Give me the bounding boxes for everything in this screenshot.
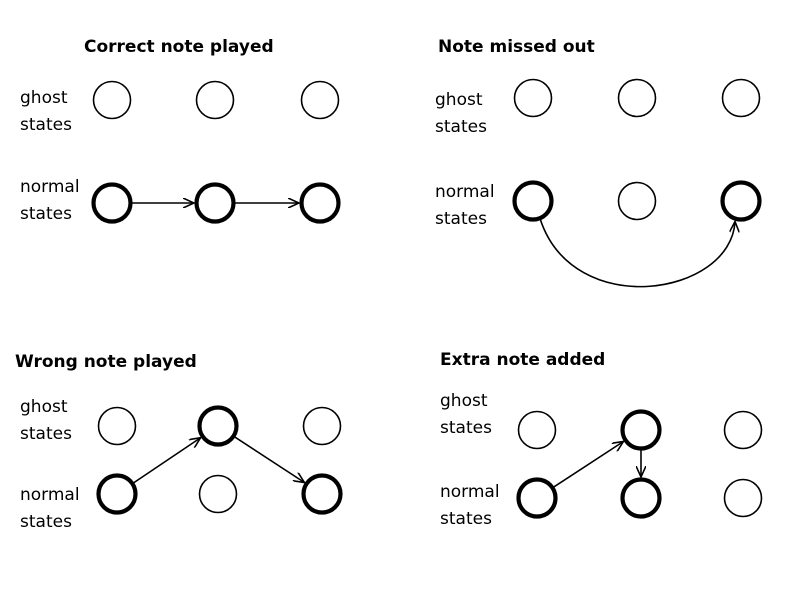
normal-states-label: states	[435, 209, 487, 229]
ghost-state-circle	[300, 80, 340, 120]
ghost-states-label: states	[440, 418, 492, 438]
normal-state-circle-active	[299, 182, 341, 224]
ghost-state-circle-active	[620, 409, 662, 451]
ghost-states-label: ghost	[20, 88, 68, 108]
normal-states-label: states	[20, 512, 72, 532]
normal-states-label: states	[20, 204, 72, 224]
normal-state-circle-active	[301, 473, 343, 515]
normal-state-circle	[617, 181, 657, 221]
ghost-states-label: states	[20, 115, 72, 135]
normal-state-circle-active	[620, 477, 662, 519]
ghost-state-circle	[97, 406, 137, 446]
normal-state-circle-active	[720, 180, 762, 222]
ghost-state-circle-active	[197, 405, 239, 447]
panel-title: Wrong note played	[15, 352, 197, 372]
normal-state-circle-active	[96, 473, 138, 515]
ghost-state-circle	[92, 80, 132, 120]
panel-title: Extra note added	[440, 350, 605, 370]
normal-state-circle-active	[91, 182, 133, 224]
normal-state-circle-active	[194, 182, 236, 224]
normal-states-label: normal	[20, 177, 80, 197]
ghost-states-label: ghost	[435, 90, 483, 110]
normal-state-circle-active	[516, 477, 558, 519]
ghost-states-label: states	[435, 117, 487, 137]
ghost-state-circle	[721, 78, 761, 118]
transition-arrow	[539, 218, 735, 288]
ghost-state-circle	[723, 410, 763, 450]
normal-state-circle	[198, 474, 238, 514]
ghost-states-label: states	[20, 424, 72, 444]
ghost-state-circle	[302, 406, 342, 446]
normal-states-label: normal	[20, 485, 80, 505]
panel-correct-note-played: Correct note played ghost states normal stat…	[20, 37, 341, 224]
panel-wrong-note-played: Wrong note played ghost states normal states	[15, 352, 343, 532]
transition-arrow	[233, 436, 304, 483]
transition-arrow	[552, 441, 623, 488]
panel-title: Correct note played	[84, 37, 274, 57]
normal-states-label: normal	[440, 482, 500, 502]
ghost-state-circle	[195, 80, 235, 120]
ghost-states-label: ghost	[440, 391, 488, 411]
panel-title: Note missed out	[438, 37, 595, 57]
ghost-state-circle	[513, 78, 553, 118]
transition-arrow	[132, 438, 200, 484]
ghost-state-circle	[517, 410, 557, 450]
normal-state-circle	[723, 478, 763, 518]
normal-states-label: states	[440, 509, 492, 529]
ghost-states-label: ghost	[20, 397, 68, 417]
panel-note-missed-out: Note missed out ghost states normal states	[435, 37, 762, 288]
normal-state-circle-active	[512, 180, 554, 222]
normal-states-label: normal	[435, 182, 495, 202]
ghost-state-circle	[617, 78, 657, 118]
panel-extra-note-added: Extra note added ghost states normal states	[440, 350, 763, 529]
